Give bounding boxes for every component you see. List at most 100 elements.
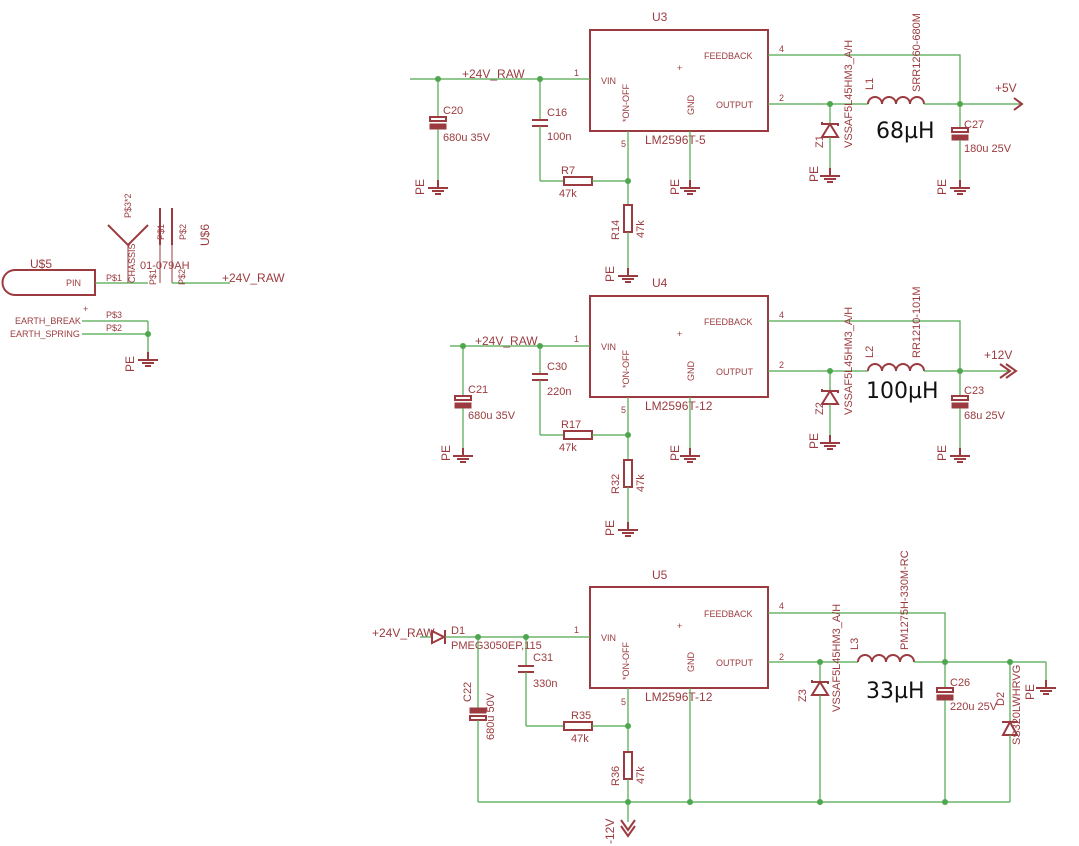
u4-part: LM2596T-12 [645,399,713,413]
u3-net-out: +5V [995,81,1017,95]
svg-text:FEEDBACK: FEEDBACK [704,51,753,61]
svg-text:2: 2 [779,93,784,103]
svg-text:Z2: Z2 [814,402,826,415]
svg-text:L2: L2 [864,346,876,358]
svg-text:VIN: VIN [601,76,616,86]
svg-text:C21: C21 [468,384,488,396]
svg-text:5: 5 [621,697,626,707]
svg-text:PE: PE [807,166,821,182]
svg-text:C31: C31 [533,652,553,664]
svg-text:680u 35V: 680u 35V [443,132,491,144]
u6-pad-a: P$3*2 [123,193,133,218]
svg-text:330n: 330n [533,678,557,690]
svg-text:68u 25V: 68u 25V [964,410,1006,422]
svg-text:PE: PE [603,266,617,282]
u3-net-in: +24V_RAW [462,67,525,81]
earth-break-pad: P$3 [106,310,122,320]
svg-text:+: + [677,329,682,339]
svg-text:C27: C27 [964,119,984,131]
svg-text:VSSAF5L45HM3_A/H: VSSAF5L45HM3_A/H [843,307,855,415]
u5-inductor-note: 33µH [866,679,925,704]
u6-net: +24V_RAW [222,271,285,285]
svg-text:1: 1 [574,625,579,635]
u5-part: LM2596T-12 [645,690,713,704]
svg-text:*ON-OFF: *ON-OFF [621,642,631,680]
svg-text:L3: L3 [849,638,861,650]
svg-text:5: 5 [621,405,626,415]
svg-text:C30: C30 [547,361,567,373]
svg-text:4: 4 [779,310,784,320]
svg-text:*ON-OFF: *ON-OFF [621,84,631,122]
u4-net-out: +12V [984,348,1012,362]
svg-text:PE: PE [413,179,427,195]
u6-chassis: CHASSIS [127,243,137,283]
svg-text:C23: C23 [964,385,984,397]
svg-text:VSSAF5L45HM3_A/H: VSSAF5L45HM3_A/H [843,40,855,148]
svg-text:OUTPUT: OUTPUT [716,100,754,110]
svg-text:VIN: VIN [601,633,616,643]
svg-text:C20: C20 [443,105,463,117]
svg-text:R36: R36 [610,766,622,786]
svg-text:680u 50V: 680u 50V [485,692,497,740]
u4-inductor-note: 100µH [866,379,939,404]
u5-pad: P$1 [106,273,122,283]
svg-text:SRR1260-680M: SRR1260-680M [911,13,923,92]
earth-connector: + EARTH_BREAK EARTH_SPRING P$3 P$2 PE [10,304,159,372]
svg-text:4: 4 [779,601,784,611]
svg-text:100n: 100n [547,131,571,143]
svg-text:+: + [677,63,682,73]
svg-text:180u 25V: 180u 25V [964,143,1012,155]
earth-spring-pad: P$2 [106,323,122,333]
svg-text:OUTPUT: OUTPUT [716,367,754,377]
svg-text:5: 5 [621,139,626,149]
svg-text:GND: GND [686,361,696,382]
svg-text:2: 2 [779,652,784,662]
svg-text:47k: 47k [559,442,577,454]
svg-text:R32: R32 [610,474,622,494]
svg-text:R14: R14 [610,220,622,240]
svg-text:FEEDBACK: FEEDBACK [704,609,753,619]
svg-text:C22: C22 [462,682,474,702]
svg-text:R17: R17 [561,419,581,431]
svg-text:PE: PE [807,433,821,449]
svg-text:+: + [677,621,682,631]
regulator-u3: U3 LM2596T-5 VIN FEEDBACK OUTPUT *ON-OFF… [410,10,1024,283]
svg-text:2: 2 [779,360,784,370]
svg-text:680u 35V: 680u 35V [468,410,516,422]
svg-text:47k: 47k [635,766,647,784]
svg-text:C26: C26 [950,677,970,689]
svg-text:1: 1 [574,334,579,344]
u6-pad-b: P$1 [156,224,166,240]
svg-text:R7: R7 [561,165,575,177]
svg-text:Z1: Z1 [814,135,826,148]
svg-text:PE: PE [668,179,682,195]
svg-text:Z3: Z3 [797,689,809,702]
svg-text:1: 1 [574,68,579,78]
svg-text:+: + [83,304,88,314]
earth-break-label: EARTH_BREAK [15,316,81,326]
svg-text:OUTPUT: OUTPUT [716,658,754,668]
u5-net-in: +24V_RAW [372,626,435,640]
svg-text:D2: D2 [995,692,1007,706]
earth-spring-label: EARTH_SPRING [10,329,80,339]
regulator-u5: U5 LM2596T-12 VIN FEEDBACK OUTPUT *ON-OF… [372,550,1057,844]
svg-text:PE: PE [935,445,949,461]
u5-name: U5 [652,568,668,582]
svg-text:220n: 220n [547,386,571,398]
svg-text:VSSAF5L45HM3_A/H: VSSAF5L45HM3_A/H [831,604,843,712]
u3-part: LM2596T-5 [645,133,706,147]
u6-part: 01-079AH [140,260,190,272]
svg-text:PE: PE [603,520,617,536]
svg-text:RR1210-101M: RR1210-101M [911,286,923,358]
svg-text:R35: R35 [571,710,591,722]
u5-net-out: -12V [603,819,617,844]
svg-text:47k: 47k [635,474,647,492]
svg-text:PMEG3050EP,115: PMEG3050EP,115 [451,640,542,652]
svg-text:GND: GND [686,652,696,673]
u6-name: U$6 [198,224,212,246]
svg-text:PE: PE [935,179,949,195]
svg-text:GND: GND [686,95,696,116]
svg-text:47k: 47k [571,733,589,745]
connector-u6: P$3*2 CHASSIS P$1 P$1 P$2 P$2 U$6 01-079… [107,193,285,285]
